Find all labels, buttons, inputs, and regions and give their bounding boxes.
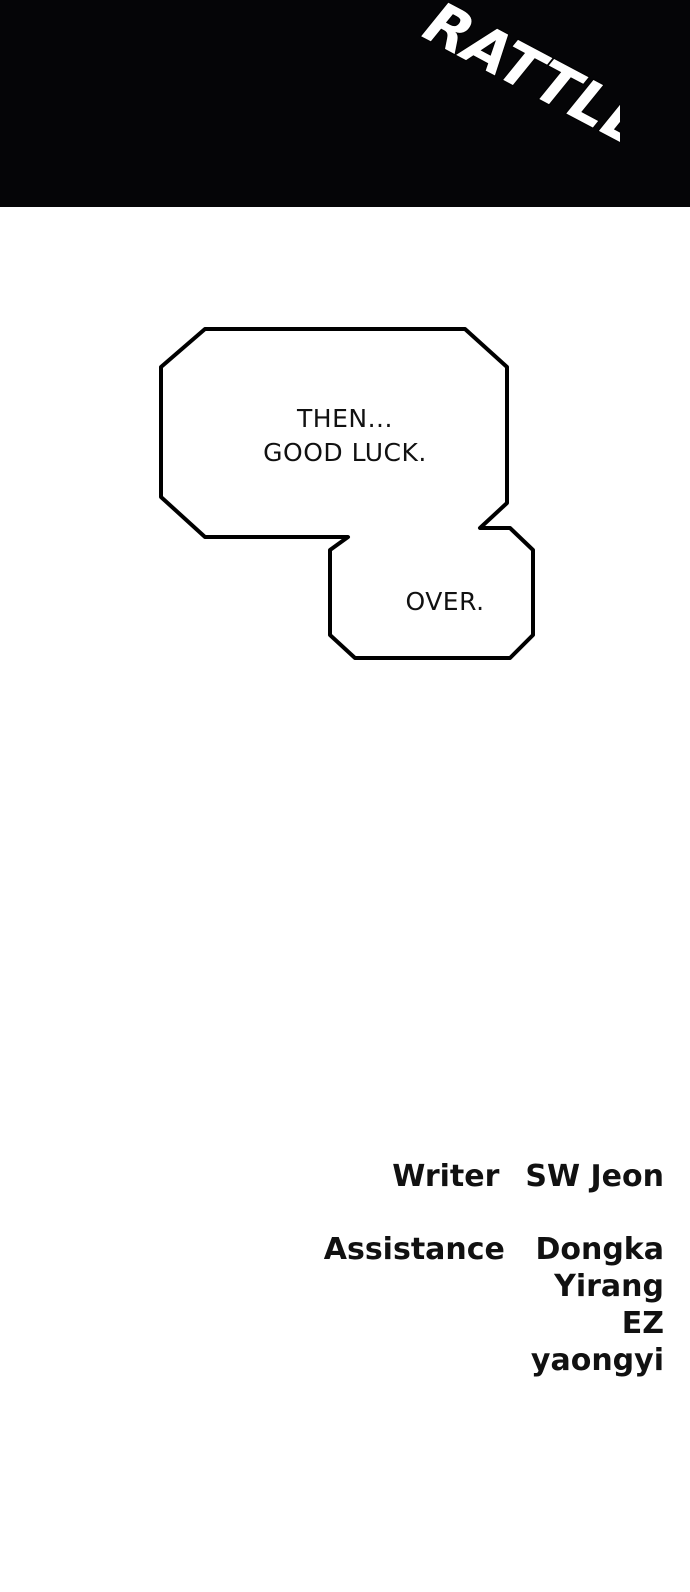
- assistant-names: Dongka Yirang EZ yaongyi: [531, 1231, 664, 1379]
- credit-name: EZ: [621, 1306, 664, 1341]
- credit-name: Yirang: [554, 1269, 664, 1304]
- credit-name: Dongka: [535, 1232, 664, 1267]
- assistance-label: Assistance: [323, 1232, 505, 1267]
- credits: Writer SW Jeon Assistance Dongka Yirang …: [244, 1158, 664, 1379]
- speech-bubble-small-text: OVER.: [380, 585, 510, 619]
- bubble-line: GOOD LUCK.: [263, 438, 427, 467]
- speech-bubbles: [159, 327, 535, 660]
- speech-bubble-main-text: THEN... GOOD LUCK.: [200, 402, 490, 470]
- writer-name: SW Jeon: [525, 1158, 664, 1195]
- writer-label: Writer: [392, 1159, 500, 1194]
- credit-row-assistance: Assistance Dongka Yirang EZ yaongyi: [244, 1231, 664, 1379]
- credit-name: SW Jeon: [525, 1159, 664, 1194]
- dark-panel: RATTLE: [0, 0, 690, 207]
- credit-row-writer: Writer SW Jeon: [244, 1158, 664, 1195]
- sound-effect-text: RATTLE: [413, 2, 620, 142]
- credit-name: yaongyi: [530, 1343, 664, 1378]
- rattle-sound-effect: RATTLE: [412, 2, 620, 142]
- bubble-line: THEN...: [297, 404, 393, 433]
- bubble-line: OVER.: [405, 587, 485, 616]
- speech-bubble-main: [159, 327, 535, 660]
